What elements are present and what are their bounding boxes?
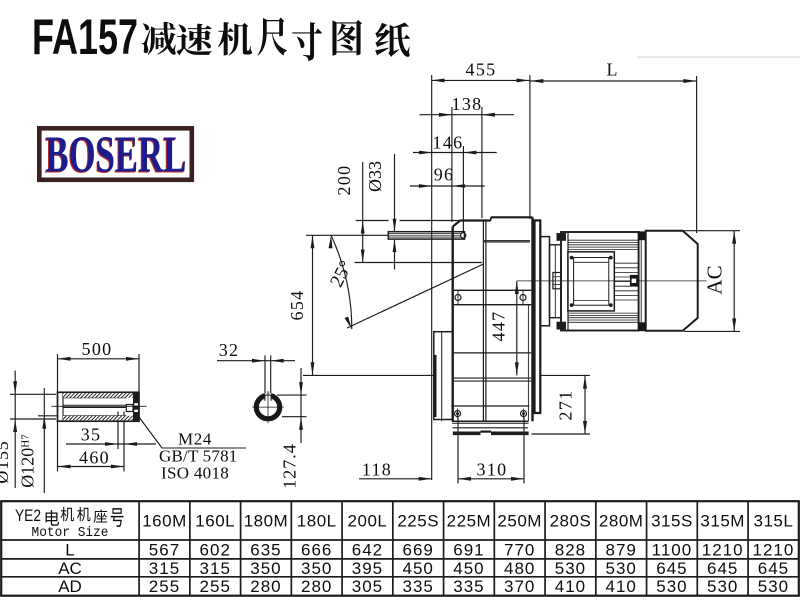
- svg-text:AD: AD: [58, 577, 82, 596]
- svg-text:315S: 315S: [651, 512, 693, 531]
- svg-text:Motor Size: Motor Size: [32, 526, 109, 541]
- svg-text:255: 255: [200, 577, 231, 596]
- svg-text:530: 530: [707, 577, 738, 596]
- svg-text:654: 654: [287, 290, 307, 321]
- svg-text:410: 410: [555, 577, 586, 596]
- svg-text:500: 500: [82, 339, 113, 359]
- svg-text:691: 691: [453, 541, 484, 560]
- svg-text:669: 669: [403, 541, 434, 560]
- svg-text:828: 828: [555, 541, 586, 560]
- svg-text:642: 642: [352, 541, 383, 560]
- svg-text:160M: 160M: [142, 512, 187, 531]
- svg-text:138: 138: [452, 94, 483, 114]
- svg-text:280S: 280S: [550, 512, 592, 531]
- svg-text:450: 450: [453, 559, 484, 578]
- svg-text:225S: 225S: [397, 512, 439, 531]
- svg-text:FA157: FA157: [32, 9, 138, 65]
- svg-text:530: 530: [656, 577, 687, 596]
- svg-text:200: 200: [334, 165, 354, 196]
- svg-text:370: 370: [504, 577, 535, 596]
- svg-text:335: 335: [453, 577, 484, 596]
- svg-text:645: 645: [758, 559, 789, 578]
- svg-text:118: 118: [362, 460, 392, 480]
- svg-text:310: 310: [477, 460, 508, 480]
- svg-text:280: 280: [301, 577, 332, 596]
- svg-text:96: 96: [434, 165, 455, 185]
- svg-text:Ø33: Ø33: [365, 161, 385, 192]
- svg-text:455: 455: [466, 60, 497, 80]
- svg-text:180M: 180M: [244, 512, 289, 531]
- svg-text:32: 32: [219, 340, 240, 360]
- svg-text:127.4: 127.4: [280, 443, 300, 489]
- svg-text:530: 530: [555, 559, 586, 578]
- svg-text:645: 645: [707, 559, 738, 578]
- svg-text:315M: 315M: [700, 512, 745, 531]
- svg-text:410: 410: [606, 577, 637, 596]
- svg-text:255: 255: [149, 577, 180, 596]
- svg-text:879: 879: [606, 541, 637, 560]
- svg-text:530: 530: [758, 577, 789, 596]
- svg-text:315: 315: [149, 559, 180, 578]
- svg-text:567: 567: [149, 541, 180, 560]
- svg-text:AC: AC: [58, 559, 82, 578]
- svg-text:280: 280: [250, 577, 281, 596]
- svg-text:395: 395: [352, 559, 383, 578]
- svg-text:GB/T 5781: GB/T 5781: [159, 447, 237, 466]
- svg-text:AC: AC: [703, 265, 727, 294]
- svg-text:180L: 180L: [297, 512, 337, 531]
- svg-text:M24: M24: [178, 430, 212, 449]
- svg-text:1210: 1210: [753, 541, 795, 560]
- svg-text:1100: 1100: [652, 541, 693, 560]
- svg-text:350: 350: [250, 559, 281, 578]
- svg-text:35: 35: [81, 425, 102, 445]
- svg-text:271: 271: [556, 390, 576, 421]
- svg-text:225M: 225M: [447, 512, 492, 531]
- svg-text:350: 350: [301, 559, 332, 578]
- svg-text:146: 146: [433, 133, 464, 153]
- svg-text:530: 530: [606, 559, 637, 578]
- svg-text:666: 666: [301, 541, 332, 560]
- svg-text:BOSERL: BOSERL: [45, 126, 186, 183]
- svg-text:770: 770: [504, 541, 535, 560]
- svg-text:1210: 1210: [702, 541, 744, 560]
- svg-text:480: 480: [504, 559, 535, 578]
- svg-text:YE2: YE2: [15, 507, 41, 525]
- svg-text:447: 447: [489, 311, 509, 342]
- svg-text:L: L: [65, 541, 74, 560]
- svg-text:460: 460: [79, 448, 110, 468]
- svg-text:BOSERL: BOSERL: [45, 128, 186, 185]
- svg-text:645: 645: [656, 559, 687, 578]
- svg-text:ISO 4018: ISO 4018: [161, 464, 229, 483]
- svg-text:635: 635: [250, 541, 281, 560]
- svg-text:450: 450: [403, 559, 434, 578]
- svg-text:335: 335: [403, 577, 434, 596]
- svg-text:315: 315: [200, 559, 231, 578]
- svg-text:Ø155: Ø155: [0, 440, 12, 483]
- svg-text:200L: 200L: [348, 512, 388, 531]
- svg-text:160L: 160L: [195, 512, 235, 531]
- svg-text:602: 602: [200, 541, 231, 560]
- svg-text:305: 305: [352, 577, 383, 596]
- svg-text:315L: 315L: [754, 512, 794, 531]
- svg-text:280M: 280M: [599, 512, 644, 531]
- svg-text:L: L: [607, 60, 618, 80]
- svg-text:250M: 250M: [497, 512, 542, 531]
